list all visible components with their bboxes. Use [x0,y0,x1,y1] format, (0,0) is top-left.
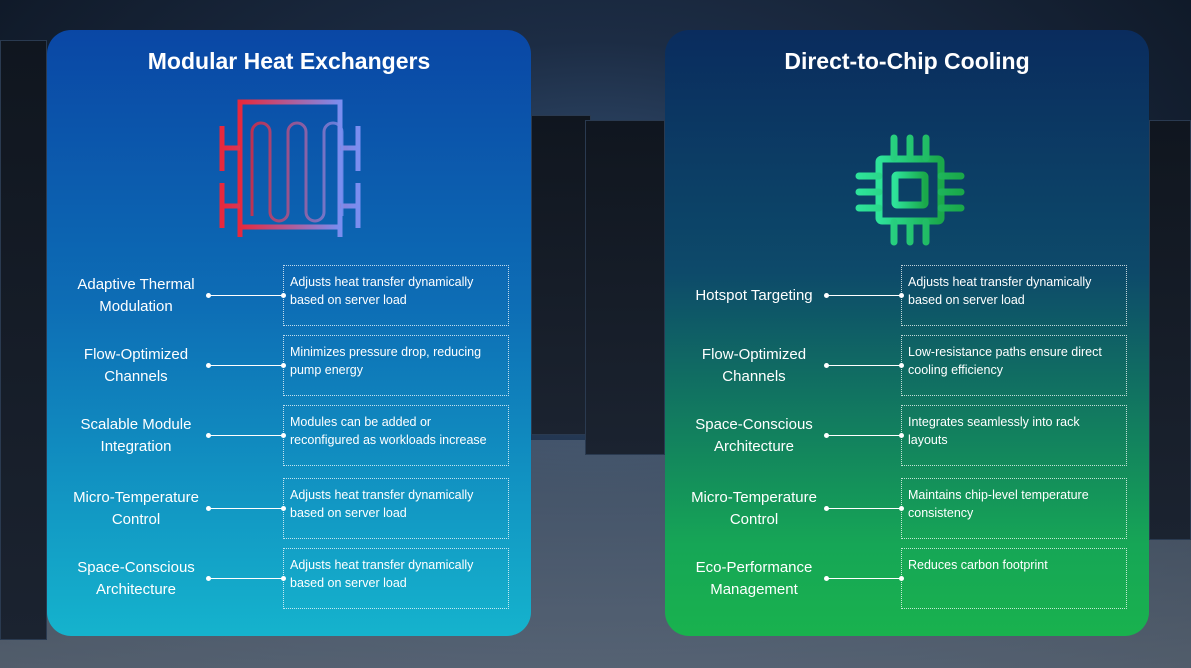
feature-label: Space-Conscious Architecture [695,415,813,455]
connector-line [824,576,904,581]
feature-description: Modules can be added or reconfigured as … [283,405,509,466]
feature-description: Minimizes pressure drop, reducing pump e… [283,335,509,396]
server-rack [0,40,47,640]
feature-description: Adjusts heat transfer dynamically based … [283,478,509,539]
feature-row: Micro-Temperature Control Adjusts heat t… [47,478,531,539]
feature-label: Adaptive Thermal Modulation [77,275,195,315]
connector-line [206,506,286,511]
modular-heat-exchangers-card: Modular Heat Exchangers Adaptive Thermal… [47,30,531,636]
connector-line [824,293,904,298]
connector-line [824,506,904,511]
feature-row: Space-Conscious Architecture Integrates … [665,405,1149,466]
feature-row: Eco-Performance Management Reduces carbo… [665,548,1149,609]
feature-row: Flow-Optimized Channels Minimizes pressu… [47,335,531,396]
feature-row: Flow-Optimized Channels Low-resistance p… [665,335,1149,396]
feature-label: Eco-Performance Management [695,558,813,598]
feature-row: Adaptive Thermal Modulation Adjusts heat… [47,265,531,326]
feature-description: Integrates seamlessly into rack layouts [901,405,1127,466]
card-title: Modular Heat Exchangers [147,48,431,74]
feature-row: Space-Conscious Architecture Adjusts hea… [47,548,531,609]
connector-line [824,433,904,438]
feature-label: Micro-Temperature Control [73,488,199,528]
server-rack [531,115,591,435]
feature-row: Micro-Temperature Control Maintains chip… [665,478,1149,539]
feature-label: Hotspot Targeting [695,286,813,304]
connector-line [206,293,286,298]
feature-label: Scalable Module Integration [80,415,192,455]
connector-line [824,363,904,368]
connector-line [206,576,286,581]
card-title: Direct-to-Chip Cooling [784,48,1030,74]
feature-row: Scalable Module Integration Modules can … [47,405,531,466]
feature-description: Maintains chip-level temperature consist… [901,478,1127,539]
feature-row: Hotspot Targeting Adjusts heat transfer … [665,265,1149,326]
connector-line [206,433,286,438]
feature-description: Adjusts heat transfer dynamically based … [283,265,509,326]
feature-description: Low-resistance paths ensure direct cooli… [901,335,1127,396]
feature-description: Reduces carbon footprint [901,548,1127,609]
feature-label: Flow-Optimized Channels [83,345,189,385]
server-rack [585,120,665,455]
feature-description: Adjusts heat transfer dynamically based … [901,265,1127,326]
feature-description: Adjusts heat transfer dynamically based … [283,548,509,609]
feature-label: Flow-Optimized Channels [701,345,807,385]
cpu-chip-icon [855,134,965,246]
server-rack [1149,120,1191,540]
connector-line [206,363,286,368]
direct-to-chip-cooling-card: Direct-to-Chip Cooling Hotspot Targeting… [665,30,1149,636]
heat-exchanger-icon [219,99,361,237]
feature-label: Micro-Temperature Control [691,488,817,528]
feature-label: Space-Conscious Architecture [77,558,195,598]
